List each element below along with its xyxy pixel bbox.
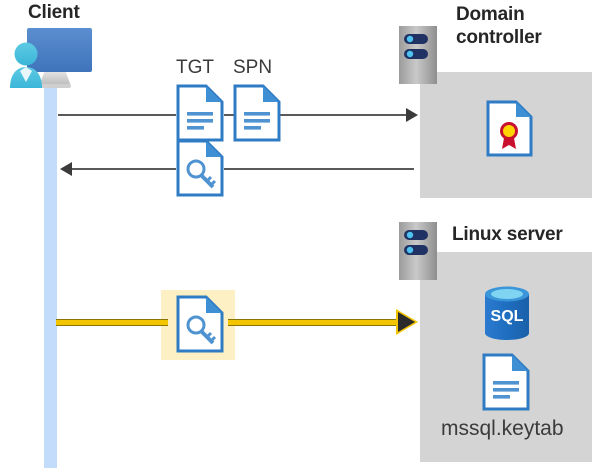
title-dc-line2: controller [456, 27, 542, 48]
document-icon [482, 353, 530, 411]
flow-request-arrowhead [406, 108, 418, 122]
flow-request-line-segment [58, 114, 176, 116]
document-icon [233, 84, 281, 142]
spn-label: SPN [233, 57, 273, 78]
page-title-linux-server: Linux server [452, 224, 563, 245]
flow-issue-line-segment [224, 168, 414, 170]
sql-database-icon: SQL [482, 285, 532, 342]
flow-present-line-segment [56, 319, 168, 326]
page-title-client: Client [28, 2, 80, 23]
svg-text:SQL: SQL [491, 308, 524, 325]
flow-issue-arrowhead [60, 162, 72, 176]
keytab-filename-label: mssql.keytab [441, 417, 564, 440]
title-dc-line1: Domain [456, 4, 525, 25]
document-key-icon [176, 139, 224, 197]
flow-issue-line-segment [72, 168, 176, 170]
document-icon [176, 84, 224, 142]
certificate-document-icon [486, 100, 533, 157]
server-rack-icon [399, 26, 437, 84]
page-title-domain-controller: Domain controller [456, 3, 596, 49]
document-key-icon [176, 295, 224, 353]
flow-present-arrowhead-inner [398, 312, 415, 332]
server-rack-icon [399, 222, 437, 280]
client-lifeline [44, 85, 57, 468]
tgt-label: TGT [176, 57, 214, 78]
flow-present-line-segment [228, 319, 408, 326]
flow-request-line-segment [278, 114, 408, 116]
client-user-monitor-icon [5, 26, 97, 90]
